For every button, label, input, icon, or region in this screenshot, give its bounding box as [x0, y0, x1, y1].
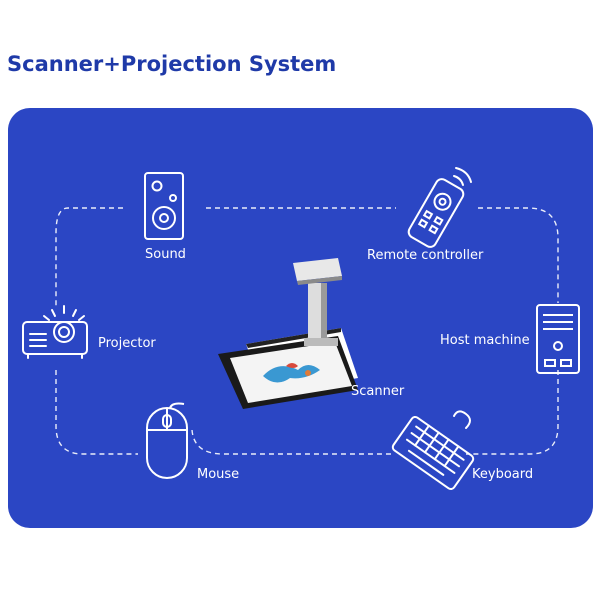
diagram-canvas	[22, 167, 580, 491]
system-diagram-panel: Sound Remote controller Projector Host m…	[8, 108, 593, 528]
label-sound: Sound	[145, 247, 186, 262]
mouse-icon	[146, 402, 188, 479]
label-scanner: Scanner	[351, 384, 405, 399]
connector-projector-mouse	[55, 370, 138, 455]
remote-control-icon	[407, 167, 472, 248]
label-keyboard: Keyboard	[472, 467, 534, 482]
keyboard-icon	[391, 410, 475, 491]
computer-tower-icon	[536, 304, 580, 374]
connector-sound-projector	[55, 207, 123, 308]
connection-loop	[55, 207, 559, 455]
overhead-scanner-image	[218, 258, 358, 409]
connector-remote-host	[478, 207, 559, 303]
speaker-icon	[144, 172, 184, 240]
label-host-machine: Host machine	[440, 333, 530, 348]
connector-mouse-keyboard	[191, 429, 393, 455]
connector-host-keyboard	[466, 370, 559, 455]
label-projector: Projector	[98, 336, 156, 351]
label-remote-controller: Remote controller	[367, 248, 484, 263]
label-mouse: Mouse	[197, 467, 240, 482]
projector-icon	[22, 305, 88, 359]
page-title: Scanner+Projection System	[7, 52, 337, 76]
